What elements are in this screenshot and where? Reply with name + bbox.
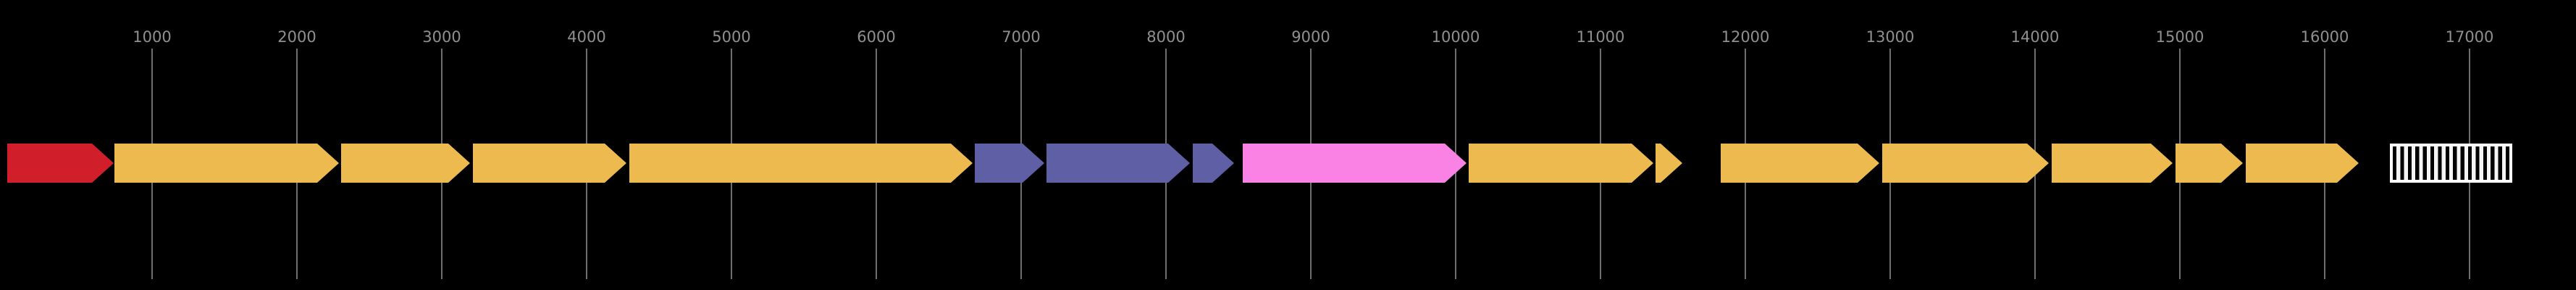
purple-gene-arrow	[1046, 144, 1190, 183]
gold-gene-arrow	[114, 144, 339, 183]
gold-gene-arrow	[1656, 144, 1682, 183]
gold-gene-arrow	[2176, 144, 2243, 183]
axis-tick-label: 5000	[712, 28, 751, 46]
gold-gene-arrow	[473, 144, 626, 183]
gold-gene-arrow	[2052, 144, 2173, 183]
axis-tick-label: 17000	[2445, 28, 2494, 46]
red-gene-arrow	[7, 144, 114, 183]
axis-tick-label: 14000	[2010, 28, 2060, 46]
purple-gene-arrow	[975, 144, 1044, 183]
axis-tick-label: 16000	[2300, 28, 2349, 46]
hatched-region-feature	[2390, 144, 2512, 183]
axis-tick-label: 12000	[1721, 28, 1770, 46]
gold-gene-arrow	[2246, 144, 2359, 183]
axis-tick-label: 8000	[1146, 28, 1186, 46]
axis-tick-label: 7000	[1002, 28, 1041, 46]
gold-gene-arrow	[1469, 144, 1653, 183]
axis-tick-label: 4000	[567, 28, 606, 46]
gold-gene-arrow	[341, 144, 470, 183]
axis-tick-label: 13000	[1866, 28, 1915, 46]
pink-gene-arrow	[1243, 144, 1467, 183]
axis-tick-label: 1000	[133, 28, 172, 46]
axis-tick-label: 6000	[857, 28, 896, 46]
axis-tick-label: 9000	[1291, 28, 1330, 46]
axis-tick-label: 10000	[1431, 28, 1480, 46]
axis-tick-label: 15000	[2155, 28, 2204, 46]
purple-gene-arrow	[1193, 144, 1234, 183]
gold-gene-arrow	[629, 144, 973, 183]
axis-tick-label: 3000	[422, 28, 461, 46]
axis-tick-label: 2000	[277, 28, 316, 46]
gold-gene-arrow	[1721, 144, 1879, 183]
axis-tick-label: 11000	[1576, 28, 1625, 46]
gold-gene-arrow	[1882, 144, 2049, 183]
